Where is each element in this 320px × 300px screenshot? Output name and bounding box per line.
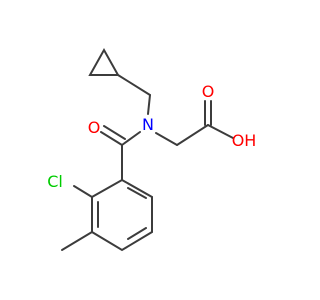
cyclopropyl-ring <box>88 47 120 76</box>
molecule-structure: N O O OH Cl <box>47 47 257 252</box>
carbonyl-oxygen-label: O <box>88 118 101 137</box>
bond-ch2-cooh <box>176 124 209 146</box>
bond-ch2-n <box>147 94 151 115</box>
hydroxyl-label: OH <box>232 131 257 150</box>
bond-n-ch2-acid <box>155 132 178 146</box>
benzene-ring <box>91 178 153 252</box>
bond-acid-hydroxyl <box>207 124 234 139</box>
bond-ring-ch2 <box>117 74 151 96</box>
acid-oxygen-label: O <box>202 82 215 101</box>
methyl-group <box>61 231 93 251</box>
nitrogen-label: N <box>142 115 154 134</box>
bond-amide-carbonyl <box>100 125 126 146</box>
bond-n-amide <box>121 131 141 146</box>
bond-acid-carbonyl <box>204 100 212 126</box>
molecule-canvas: N O O OH Cl <box>47 47 257 252</box>
chlorine-label: Cl <box>47 172 63 191</box>
bond-chlorine <box>73 185 93 198</box>
benzene-double-bonds <box>97 187 147 240</box>
